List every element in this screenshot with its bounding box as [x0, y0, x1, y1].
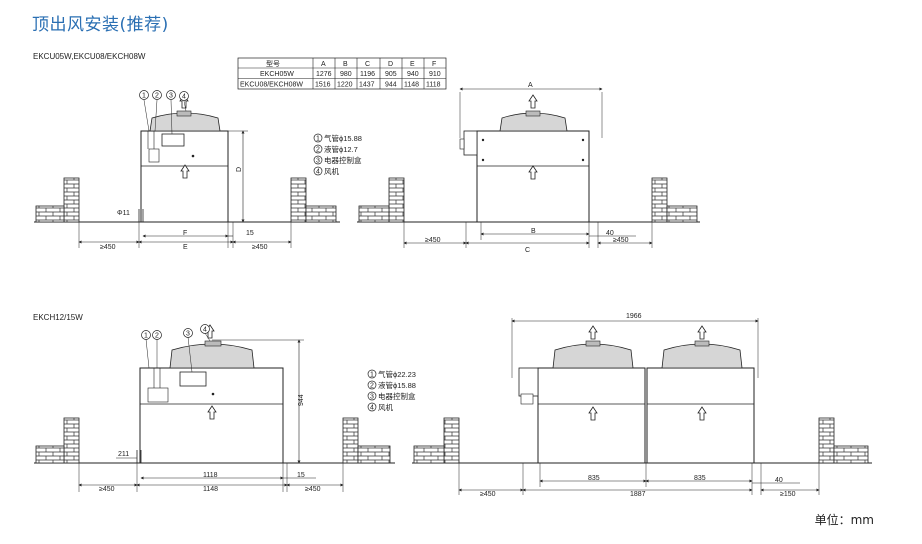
- dim-A: A: [528, 82, 533, 89]
- legend-item: 风机: [324, 166, 339, 176]
- callout-4: 4: [203, 327, 207, 334]
- dim-40-2: 40: [775, 477, 783, 484]
- legend-item: 液管ϕ15.88: [378, 380, 416, 390]
- table-header: D: [388, 61, 393, 68]
- legend-num: 4: [370, 405, 374, 412]
- table-cell: 1516: [315, 82, 331, 89]
- section2-models: EKCH12/15W: [33, 313, 83, 322]
- units-label: 单位：mm: [814, 513, 874, 527]
- table-header: F: [432, 61, 436, 68]
- dim-1887: 1887: [630, 491, 646, 498]
- section1-legend: 1 气管ϕ15.88 2 液管ϕ12.7 3 电器控制盒 4 风机: [313, 133, 362, 176]
- legend-item: 风机: [378, 402, 393, 412]
- table-cell: EKCU08/EKCH08W: [240, 82, 303, 89]
- dim-835-a: 835: [588, 475, 600, 482]
- clear-right-2: ≥450: [305, 486, 321, 493]
- legend-num: 2: [370, 383, 374, 390]
- legend-num: 1: [316, 136, 320, 143]
- dim-15-2: 15: [297, 472, 305, 479]
- table-cell: 944: [385, 82, 397, 89]
- dim-944: 944: [298, 394, 305, 406]
- clear-left-1: ≥450: [100, 244, 116, 251]
- table-header: B: [343, 61, 348, 68]
- table-cell: 905: [385, 71, 397, 78]
- table-header: 型号: [266, 59, 280, 68]
- callout-1: 1: [144, 333, 148, 340]
- legend-item: 气管ϕ15.88: [324, 133, 362, 143]
- clear-left-2: ≥450: [99, 486, 115, 493]
- airflow-in-arrow: [180, 164, 190, 179]
- dim-D: D: [236, 167, 243, 172]
- section2-side-view: [412, 318, 872, 495]
- section2-legend: 1 气管ϕ22.23 2 液管ϕ15.88 3 电器控制盒 4 风机: [367, 369, 416, 412]
- legend-item: 电器控制盒: [324, 155, 362, 165]
- section2-front-view: [34, 324, 395, 492]
- wall-left: [63, 177, 80, 223]
- clear-left-side2: ≥450: [480, 491, 496, 498]
- callout-3: 3: [186, 331, 190, 338]
- dim-1148: 1148: [203, 486, 218, 493]
- legend-item: 气管ϕ22.23: [378, 369, 416, 379]
- table-cell: 910: [429, 71, 441, 78]
- clear-right-1: ≥450: [252, 244, 268, 251]
- dim-40: 40: [606, 230, 614, 237]
- table-cell: 1276: [316, 71, 332, 78]
- section1-models: EKCU05W,EKCU08/EKCH08W: [33, 52, 146, 61]
- wall-left-base: [35, 205, 65, 223]
- legend-item: 液管ϕ12.7: [324, 144, 358, 154]
- callout-2: 2: [155, 333, 159, 340]
- dim-C: C: [525, 247, 530, 254]
- table-cell: 980: [340, 71, 352, 78]
- legend-num: 3: [316, 158, 320, 165]
- callout-2: 2: [155, 93, 159, 100]
- dim-1966: 1966: [626, 313, 642, 320]
- table-cell: 1148: [404, 82, 419, 89]
- callout-3: 3: [169, 93, 173, 100]
- legend-num: 2: [316, 147, 320, 154]
- clear-right-side1: ≥450: [613, 237, 629, 244]
- legend-num: 3: [370, 394, 374, 401]
- dim-B: B: [531, 228, 536, 235]
- table-cell: 940: [407, 71, 419, 78]
- model-table: [237, 57, 447, 90]
- section1-callouts: 1 2 3 4: [139, 90, 189, 101]
- dim-1118: 1118: [203, 472, 218, 479]
- clear-right-side2: ≥150: [780, 491, 796, 498]
- callout-1: 1: [142, 93, 146, 100]
- legend-item: 电器控制盒: [378, 391, 416, 401]
- page-title: 顶出风安装(推荐): [32, 15, 169, 35]
- section1-front-view: [34, 94, 340, 248]
- dim-15: 15: [246, 230, 254, 237]
- table-cell: 1220: [337, 82, 353, 89]
- clear-left-side1: ≥450: [425, 237, 441, 244]
- wall-right: [290, 177, 307, 223]
- wall-right-base: [305, 205, 337, 223]
- table-cell: 1118: [426, 82, 441, 89]
- table-header: E: [410, 61, 415, 68]
- dim-211: 211: [118, 451, 129, 458]
- legend-num: 1: [370, 372, 374, 379]
- table-cell: EKCH05W: [260, 71, 294, 78]
- table-cell: 1196: [360, 71, 375, 78]
- table-header: A: [321, 61, 326, 68]
- control-box: [161, 133, 185, 147]
- table-header: C: [365, 61, 370, 68]
- table-cell: 1437: [359, 82, 375, 89]
- section2-callouts: 1 2 3 4: [141, 324, 210, 340]
- legend-num: 4: [316, 169, 320, 176]
- dim-F: F: [183, 230, 187, 237]
- dim-E: E: [183, 244, 188, 251]
- callout-4: 4: [182, 94, 186, 101]
- dim-pipe-dia: Φ11: [117, 210, 130, 217]
- dim-835-b: 835: [694, 475, 706, 482]
- section1-side-view: [357, 87, 700, 248]
